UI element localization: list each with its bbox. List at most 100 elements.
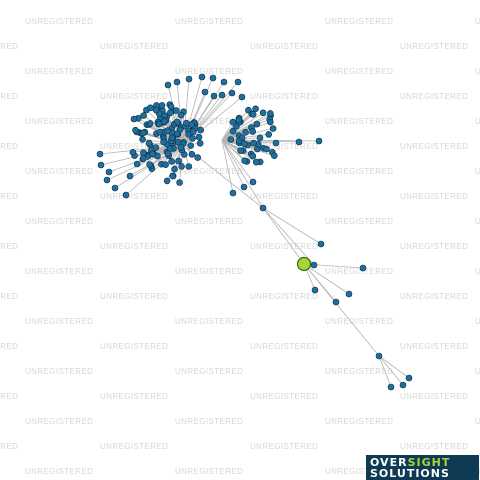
- graph-node[interactable]: [405, 374, 413, 382]
- graph-node[interactable]: [252, 158, 260, 166]
- graph-node[interactable]: [96, 150, 104, 158]
- graph-node[interactable]: [169, 172, 176, 180]
- graph-node[interactable]: [249, 128, 256, 135]
- graph-node[interactable]: [176, 179, 183, 186]
- graph-node[interactable]: [269, 125, 277, 132]
- graph-node[interactable]: [147, 104, 154, 112]
- graph-node[interactable]: [185, 163, 193, 170]
- graph-node[interactable]: [235, 116, 242, 124]
- graph-node[interactable]: [161, 118, 168, 125]
- graph-node[interactable]: [105, 168, 113, 176]
- graph-node[interactable]: [187, 142, 194, 149]
- graph-node[interactable]: [177, 111, 185, 119]
- graph-node[interactable]: [133, 160, 141, 168]
- graph-node[interactable]: [256, 134, 264, 142]
- graph-node[interactable]: [97, 161, 105, 169]
- graph-node[interactable]: [189, 135, 196, 142]
- graph-node[interactable]: [311, 286, 319, 294]
- graph-node[interactable]: [158, 102, 166, 109]
- graph-node[interactable]: [265, 131, 273, 138]
- graph-node[interactable]: [266, 110, 274, 117]
- graph-node[interactable]: [237, 147, 244, 154]
- graph-node[interactable]: [164, 81, 172, 89]
- graph-node[interactable]: [194, 154, 201, 161]
- graph-node[interactable]: [173, 118, 181, 126]
- graph-node[interactable]: [103, 176, 111, 184]
- graph-node[interactable]: [129, 149, 137, 156]
- graph-node[interactable]: [218, 91, 226, 99]
- graph-node[interactable]: [155, 120, 163, 128]
- graph-node[interactable]: [272, 139, 280, 147]
- graph-node[interactable]: [249, 152, 257, 160]
- graph-node[interactable]: [171, 165, 178, 173]
- graph-node[interactable]: [270, 152, 278, 159]
- graph-node[interactable]: [139, 155, 147, 162]
- graph-node[interactable]: [234, 78, 242, 86]
- graph-node[interactable]: [140, 149, 147, 157]
- graph-node[interactable]: [189, 128, 197, 136]
- graph-node[interactable]: [345, 290, 353, 298]
- graph-node[interactable]: [295, 138, 303, 146]
- graph-node[interactable]: [220, 78, 228, 86]
- graph-node[interactable]: [332, 298, 340, 306]
- graph-node[interactable]: [172, 107, 180, 114]
- graph-node[interactable]: [263, 145, 270, 153]
- graph-node[interactable]: [177, 143, 185, 151]
- graph-node[interactable]: [168, 158, 175, 165]
- graph-node[interactable]: [310, 261, 318, 269]
- focus-node[interactable]: [296, 256, 312, 272]
- graph-node[interactable]: [241, 157, 248, 164]
- graph-node[interactable]: [253, 120, 261, 128]
- graph-node[interactable]: [201, 88, 209, 96]
- graph-node[interactable]: [229, 189, 237, 197]
- graph-node[interactable]: [168, 134, 176, 141]
- graph-node[interactable]: [175, 157, 182, 165]
- graph-node[interactable]: [252, 105, 259, 113]
- graph-node[interactable]: [359, 264, 367, 272]
- graph-node[interactable]: [140, 112, 147, 119]
- graph-node[interactable]: [173, 130, 181, 138]
- graph-node[interactable]: [152, 106, 160, 114]
- graph-node[interactable]: [156, 128, 164, 136]
- graph-node[interactable]: [196, 140, 204, 147]
- graph-node[interactable]: [240, 183, 248, 191]
- graph-node[interactable]: [249, 111, 257, 118]
- graph-node[interactable]: [238, 93, 246, 101]
- graph-node[interactable]: [146, 120, 154, 127]
- graph-node[interactable]: [249, 178, 257, 186]
- graph-node[interactable]: [139, 136, 146, 143]
- graph-node[interactable]: [162, 161, 169, 168]
- graph-node[interactable]: [317, 240, 325, 248]
- graph-node[interactable]: [228, 89, 236, 97]
- graph-node[interactable]: [387, 383, 395, 391]
- graph-node[interactable]: [167, 103, 175, 110]
- graph-node[interactable]: [209, 74, 217, 82]
- graph-node[interactable]: [160, 138, 167, 146]
- graph-node[interactable]: [242, 129, 249, 136]
- graph-node[interactable]: [241, 140, 248, 147]
- graph-node[interactable]: [227, 136, 235, 143]
- graph-node[interactable]: [164, 127, 171, 134]
- graph-node[interactable]: [163, 177, 171, 185]
- graph-node[interactable]: [315, 137, 323, 145]
- graph-node[interactable]: [167, 109, 174, 116]
- graph-node[interactable]: [375, 352, 383, 360]
- graph-node[interactable]: [139, 129, 147, 137]
- graph-node[interactable]: [259, 109, 267, 117]
- graph-node[interactable]: [259, 204, 267, 212]
- graph-node[interactable]: [149, 150, 156, 158]
- graph-node[interactable]: [146, 161, 153, 168]
- graph-node[interactable]: [195, 133, 203, 141]
- graph-node[interactable]: [229, 127, 237, 135]
- graph-node[interactable]: [145, 139, 153, 147]
- graph-node[interactable]: [399, 381, 407, 389]
- graph-node[interactable]: [198, 73, 206, 81]
- graph-node[interactable]: [164, 150, 172, 157]
- graph-node[interactable]: [188, 121, 196, 128]
- graph-node[interactable]: [183, 119, 190, 127]
- graph-node[interactable]: [178, 163, 185, 170]
- graph-node[interactable]: [266, 118, 274, 126]
- graph-node[interactable]: [210, 92, 218, 100]
- graph-node[interactable]: [173, 78, 181, 86]
- graph-node[interactable]: [132, 126, 139, 134]
